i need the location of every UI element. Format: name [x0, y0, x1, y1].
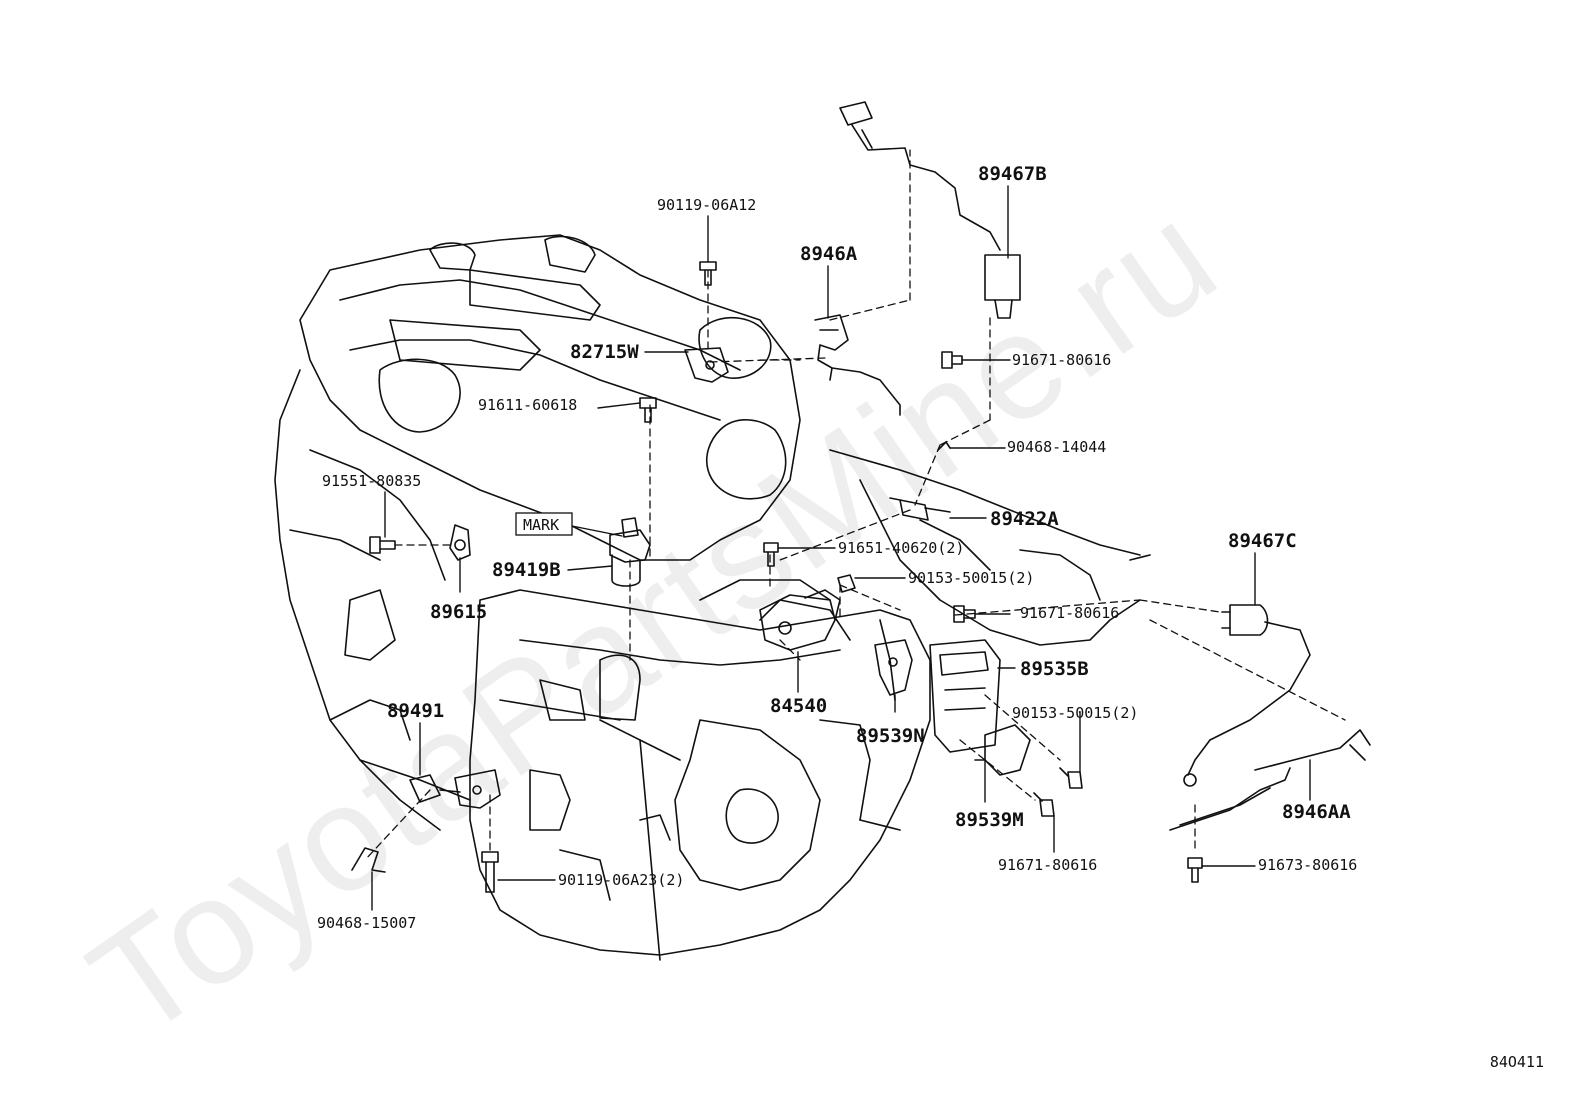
label-91611-60618[interactable]: 91611-60618: [478, 396, 577, 414]
label-91671-80616-bot[interactable]: 91671-80616: [998, 856, 1097, 874]
bolt-91651-40620[interactable]: [763, 542, 779, 567]
diagram-code: 84O411: [1489, 1053, 1544, 1071]
label-89491[interactable]: 89491: [387, 700, 444, 722]
mark-box: [515, 512, 573, 536]
label-90119-06A12[interactable]: 90119-06A12: [657, 196, 756, 214]
bolt-91673-80616[interactable]: [1187, 857, 1203, 883]
label-8946A[interactable]: 8946A: [800, 243, 858, 265]
sensor-89419B[interactable]: [609, 517, 651, 587]
mark-label: MARK: [523, 516, 559, 534]
bolt-91671-80616-bot[interactable]: [1033, 792, 1055, 817]
sensor-89615[interactable]: [449, 524, 471, 561]
label-89615[interactable]: 89615: [430, 601, 487, 623]
label-8946AA[interactable]: 8946AA: [1282, 801, 1351, 823]
engine-outline: [274, 234, 1151, 961]
label-89422A[interactable]: 89422A: [990, 508, 1059, 530]
bolt-91671-80616-top[interactable]: [941, 351, 963, 369]
bracket-89539N[interactable]: [874, 639, 913, 696]
label-91551-80835[interactable]: 91551-80835: [322, 472, 421, 490]
leader-lines: [371, 185, 1311, 911]
label-90468-15007[interactable]: 90468-15007: [317, 914, 416, 932]
sensor-89422A[interactable]: [889, 497, 951, 521]
label-89539N[interactable]: 89539N: [856, 725, 925, 747]
label-90119-06A23[interactable]: 90119-06A23(2): [558, 871, 684, 889]
bracket-8946AA[interactable]: [1169, 729, 1371, 831]
label-89535B[interactable]: 89535B: [1020, 658, 1089, 680]
sensor-89491[interactable]: [409, 769, 501, 809]
bolt-90153-50015-b[interactable]: [1059, 767, 1083, 789]
label-91673-80616[interactable]: 91673-80616: [1258, 856, 1357, 874]
label-89467C[interactable]: 89467C: [1228, 530, 1297, 552]
label-90153-50015-b[interactable]: 90153-50015(2): [1012, 704, 1138, 722]
clip-90468-15007[interactable]: [351, 847, 386, 873]
label-89539M[interactable]: 89539M: [955, 809, 1024, 831]
bolt-90119-06A23[interactable]: [481, 851, 499, 893]
label-89419B[interactable]: 89419B: [492, 559, 561, 581]
label-91651-40620[interactable]: 91651-40620(2): [838, 539, 964, 557]
label-90153-50015-a[interactable]: 90153-50015(2): [908, 569, 1034, 587]
clip-90468-14044[interactable]: [937, 441, 951, 451]
sensor-89467C[interactable]: [1183, 604, 1311, 787]
label-84540[interactable]: 84540: [770, 695, 827, 717]
switch-84540[interactable]: [759, 589, 841, 651]
bolt-91611-60618[interactable]: [639, 397, 657, 423]
label-90468-14044[interactable]: 90468-14044: [1007, 438, 1106, 456]
label-91671-80616-mid[interactable]: 91671-80616: [1020, 604, 1119, 622]
bracket-89539M[interactable]: [974, 724, 1031, 776]
bolt-90119-06A12[interactable]: [699, 261, 717, 286]
sensor-89467B[interactable]: [839, 101, 1021, 319]
bolt-91551-80835[interactable]: [369, 536, 396, 554]
label-89467B[interactable]: 89467B: [978, 163, 1047, 185]
ecu-89535B[interactable]: [929, 639, 1001, 753]
bracket-8946A[interactable]: [814, 314, 901, 416]
label-91671-80616-top[interactable]: 91671-80616: [1012, 351, 1111, 369]
label-82715W[interactable]: 82715W: [570, 341, 639, 363]
bracket-82715W[interactable]: [684, 347, 729, 383]
bolt-90153-50015-a[interactable]: [837, 574, 856, 593]
